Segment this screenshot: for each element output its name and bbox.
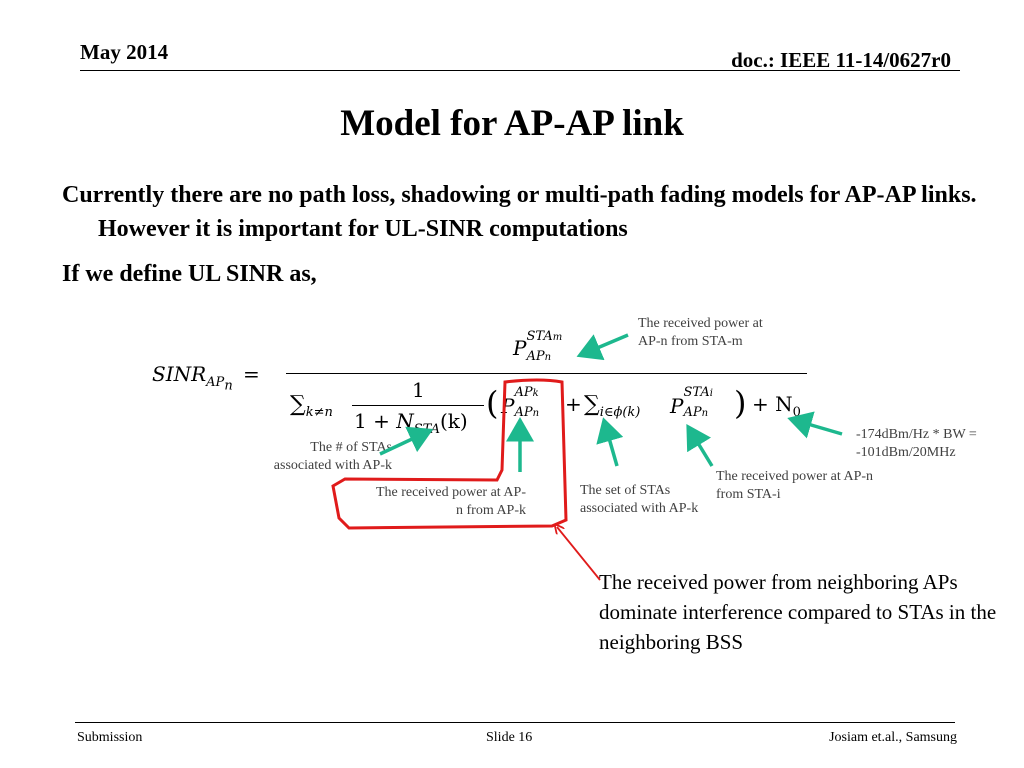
slide-title: Model for AP-AP link bbox=[340, 103, 684, 144]
footer-submission: Submission bbox=[77, 730, 143, 745]
fraction-bar bbox=[286, 373, 807, 374]
footer-divider bbox=[75, 722, 955, 723]
annotation-noise: -174dBm/Hz * BW =-101dBm/20MHz bbox=[856, 427, 977, 460]
paragraph-current-models: Currently there are no path loss, shadow… bbox=[62, 182, 977, 242]
highlight-pointer-arrow bbox=[557, 527, 601, 581]
footer-slide-number: Slide 16 bbox=[486, 730, 533, 745]
arrow-to-sta-set bbox=[596, 417, 624, 467]
sum-over-stas: ∑i∈ϕ(k) bbox=[584, 392, 641, 420]
neighbor-interference-note: The received power from neighboring APs … bbox=[599, 570, 997, 654]
annotation-rx-power-ap-k: The received power at AP-n from AP-k bbox=[375, 485, 526, 518]
paragraph-define-sinr: If we define UL SINR as, bbox=[62, 261, 317, 287]
arrow-to-noise bbox=[787, 411, 843, 439]
inner-fraction-bar bbox=[352, 405, 484, 406]
arrow-to-numerator bbox=[576, 333, 629, 361]
header-date: May 2014 bbox=[80, 40, 169, 64]
header-doc-id: doc.: IEEE 11-14/0627r0 bbox=[731, 48, 951, 72]
right-paren: ) bbox=[734, 384, 747, 422]
left-paren: ( bbox=[486, 384, 499, 422]
arrow-to-nsta bbox=[379, 426, 434, 456]
footer-author: Josiam et.al., Samsung bbox=[829, 730, 957, 745]
denominator-sum-k: ∑k≠n bbox=[290, 392, 333, 420]
arrow-to-sta-power bbox=[686, 424, 714, 467]
inner-fraction-numerator: 1 bbox=[412, 378, 425, 402]
plus-sign: + bbox=[565, 392, 582, 416]
header-divider bbox=[80, 70, 960, 71]
sinr-lhs: SINRAPn = bbox=[152, 362, 260, 394]
highlight-ap-interference bbox=[331, 378, 568, 530]
